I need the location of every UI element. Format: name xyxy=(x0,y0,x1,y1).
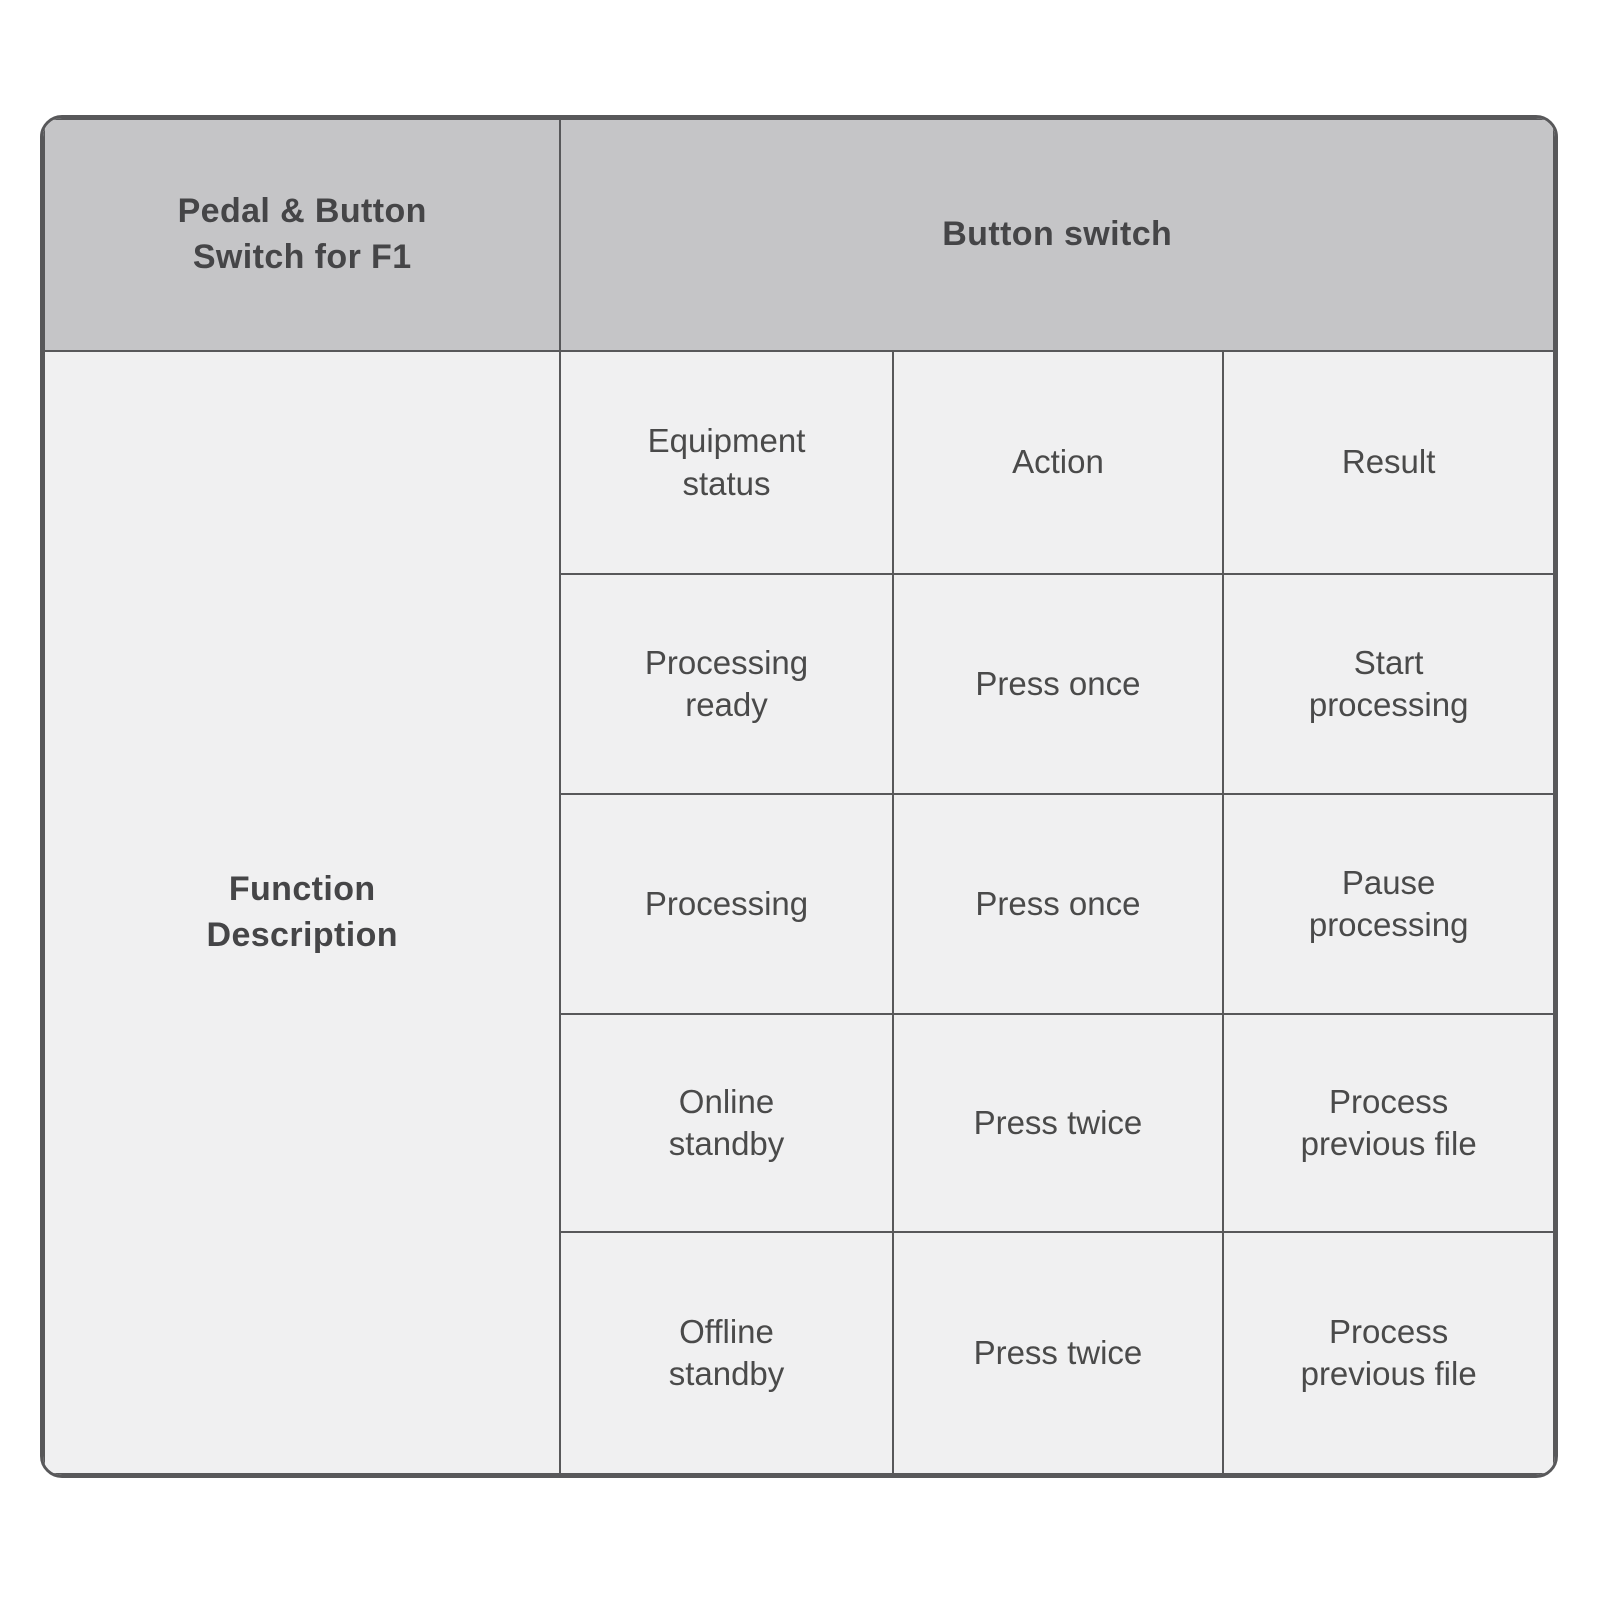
cell-result-process-previous-2: Process previous file xyxy=(1222,1231,1555,1475)
status-offline-standby-label: Offline standby xyxy=(668,1312,785,1392)
result-process-previous-label-1: Process previous file xyxy=(1300,1082,1477,1162)
result-pause-processing-label: Pause processing xyxy=(1308,863,1469,943)
cell-action-press-once-1: Press once xyxy=(891,573,1225,795)
result-header-label: Result xyxy=(1341,443,1436,481)
status-online-standby-label: Online standby xyxy=(668,1082,785,1162)
cell-status-processing: Processing xyxy=(559,793,894,1015)
result-process-previous-label-2: Process previous file xyxy=(1300,1312,1477,1392)
table-row-column-headers: Function Description Equipment status Ac… xyxy=(43,350,1555,1475)
function-description-table: Pedal & Button Switch for F1 Button swit… xyxy=(40,115,1558,1478)
equipment-status-header-label: Equipment status xyxy=(647,422,806,502)
table-row-online-standby: Online standby Press twice Process previ… xyxy=(44,1013,1555,1233)
action-press-twice-label-2: Press twice xyxy=(973,1333,1143,1371)
table-row-offline-standby: Offline standby Press twice Process prev… xyxy=(44,1231,1555,1475)
cell-result-pause-processing: Pause processing xyxy=(1222,793,1555,1015)
cell-action-header: Action xyxy=(891,350,1225,575)
function-description-label: Function Description xyxy=(206,869,398,954)
table-row-processing-ready: Processing ready Press once Start proces… xyxy=(44,573,1555,795)
cell-result-start-processing: Start processing xyxy=(1222,573,1555,795)
cell-status-processing-ready: Processing ready xyxy=(559,573,894,795)
cell-status-offline-standby: Offline standby xyxy=(559,1231,894,1475)
action-press-once-label-2: Press once xyxy=(975,884,1141,922)
header-right-label: Button switch xyxy=(942,215,1173,254)
cell-action-press-once-2: Press once xyxy=(891,793,1225,1015)
action-press-twice-label-1: Press twice xyxy=(973,1103,1143,1141)
action-header-label: Action xyxy=(1012,443,1104,481)
cell-status-online-standby: Online standby xyxy=(559,1013,894,1233)
side-cell-function-description: Function Description xyxy=(43,350,562,1475)
table-row-processing: Processing Press once Pause processing xyxy=(44,793,1555,1015)
pedal-button-switch-table: Pedal & Button Switch for F1 Button swit… xyxy=(43,118,1555,1475)
header-cell-pedal-button-switch: Pedal & Button Switch for F1 xyxy=(43,118,562,352)
cell-action-press-twice-2: Press twice xyxy=(891,1231,1225,1475)
status-processing-ready-label: Processing ready xyxy=(644,643,809,723)
header-cell-button-switch: Button switch xyxy=(559,118,1555,352)
result-start-processing-label: Start processing xyxy=(1308,643,1469,723)
table-header-row: Pedal & Button Switch for F1 Button swit… xyxy=(43,118,1555,352)
header-left-label: Pedal & Button Switch for F1 xyxy=(177,192,427,276)
cell-action-press-twice-1: Press twice xyxy=(891,1013,1225,1233)
cell-result-header: Result xyxy=(1222,350,1555,575)
action-press-once-label-1: Press once xyxy=(975,664,1141,702)
status-processing-label: Processing xyxy=(644,884,809,922)
cell-result-process-previous-1: Process previous file xyxy=(1222,1013,1555,1233)
cell-equipment-status-header: Equipment status xyxy=(559,350,894,575)
